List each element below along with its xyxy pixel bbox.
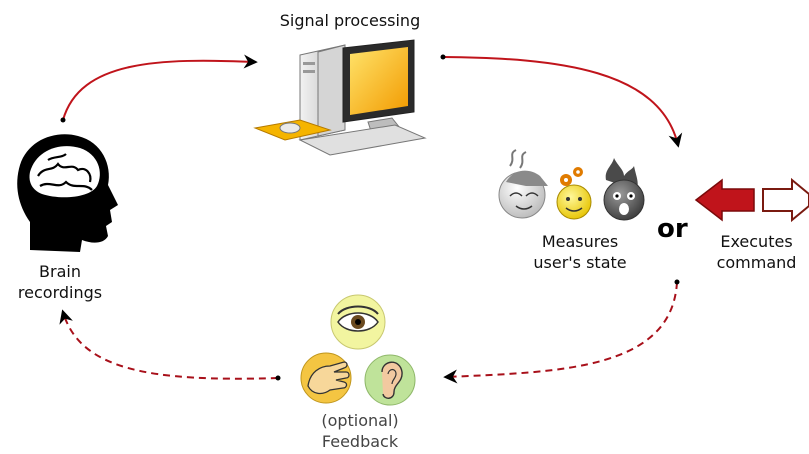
arrow-start-dot (60, 117, 66, 123)
eye-icon (330, 294, 386, 350)
arrow-computer-to-state (442, 56, 683, 148)
measures-line1: Measures (541, 232, 619, 251)
thinking-face-icon (556, 167, 592, 220)
signal-processing-label: Signal processing (250, 10, 450, 31)
sleepy-face-icon (498, 149, 548, 219)
arrow-start-dot (440, 54, 446, 60)
executes-line2: command (716, 253, 797, 272)
measures-line2: user's state (533, 253, 627, 272)
or-label: or (657, 214, 688, 244)
shocked-face-icon (603, 158, 645, 221)
brain-recordings-line2: recordings (17, 283, 103, 302)
signal-processing-text: Signal processing (279, 11, 421, 30)
feedback-line2: Feedback (321, 432, 399, 451)
left-arrow-icon (694, 178, 755, 222)
feedback-label: (optional) Feedback (300, 410, 420, 452)
arrow-state-to-feedback (443, 281, 678, 384)
ear-icon (364, 354, 416, 406)
brain-recordings-line1: Brain (39, 262, 81, 281)
measures-state-label: Measures user's state (515, 231, 645, 273)
arrow-start-dot (275, 375, 281, 381)
executes-line1: Executes (720, 232, 793, 251)
arrow-start-dot (674, 279, 680, 285)
feedback-line1: (optional) (321, 411, 399, 430)
brain-head-icon (17, 134, 119, 252)
hand-icon (300, 352, 352, 404)
arrow-brain-to-computer (62, 54, 258, 121)
arrow-feedback-to-brain (59, 309, 279, 380)
right-arrow-icon (762, 177, 809, 223)
executes-command-label: Executes command (704, 231, 809, 273)
computer-icon (253, 39, 427, 156)
brain-recordings-label: Brain recordings (0, 261, 120, 303)
